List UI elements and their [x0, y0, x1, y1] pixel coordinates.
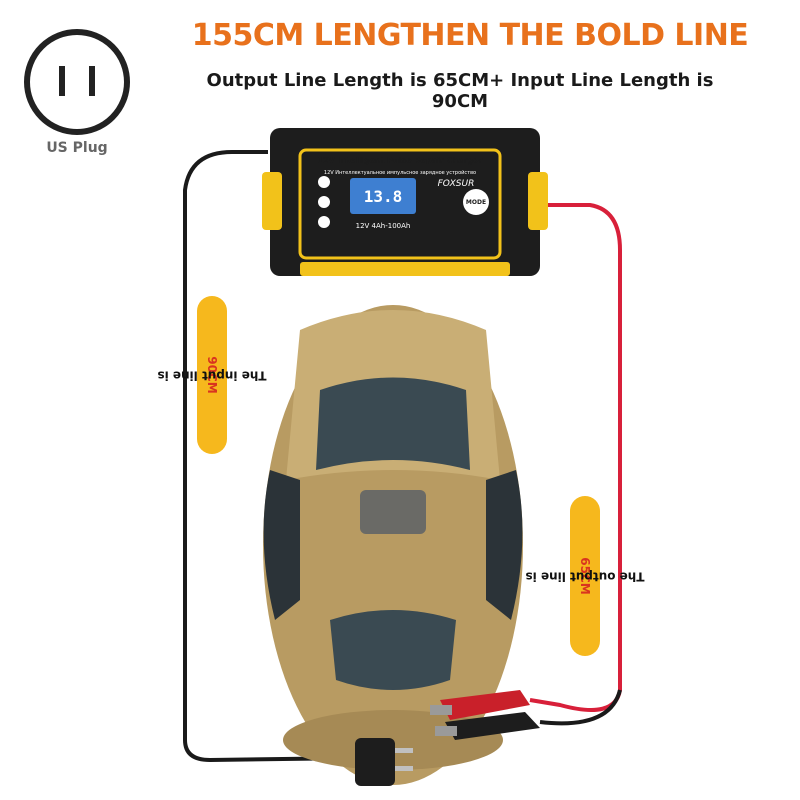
output-cable	[529, 203, 622, 712]
output-label-text: The output line is	[525, 568, 645, 583]
charger-display: 13.8	[364, 187, 403, 206]
plug-caption: US Plug	[46, 140, 108, 156]
us-plug-icon	[24, 29, 130, 135]
charger-spec: 12V 4Ah-100Ah	[356, 222, 411, 230]
plug-head-icon	[355, 738, 413, 786]
charger-mode-label: MODE	[466, 199, 486, 206]
input-cable	[183, 150, 361, 763]
charger-title: 12V Intelligent Pulse Repair Charger	[317, 156, 482, 165]
subheadline: Output Line Length is 65CM+ Input Line L…	[206, 70, 714, 112]
headline: 155CM LENGTHEN THE BOLD LINE	[191, 18, 749, 53]
input-label-text: The input line is	[157, 367, 267, 382]
charger-brand: FOXSUR	[438, 179, 475, 189]
input-length-label: The input line is 90CM	[157, 296, 267, 454]
charger-subtitle: 12V Интеллектуальное импульсное зарядное…	[324, 169, 476, 176]
charger	[262, 128, 548, 276]
output-length-label: The output line is 65CM	[526, 496, 644, 656]
alligator-clamps-icon	[430, 690, 540, 740]
